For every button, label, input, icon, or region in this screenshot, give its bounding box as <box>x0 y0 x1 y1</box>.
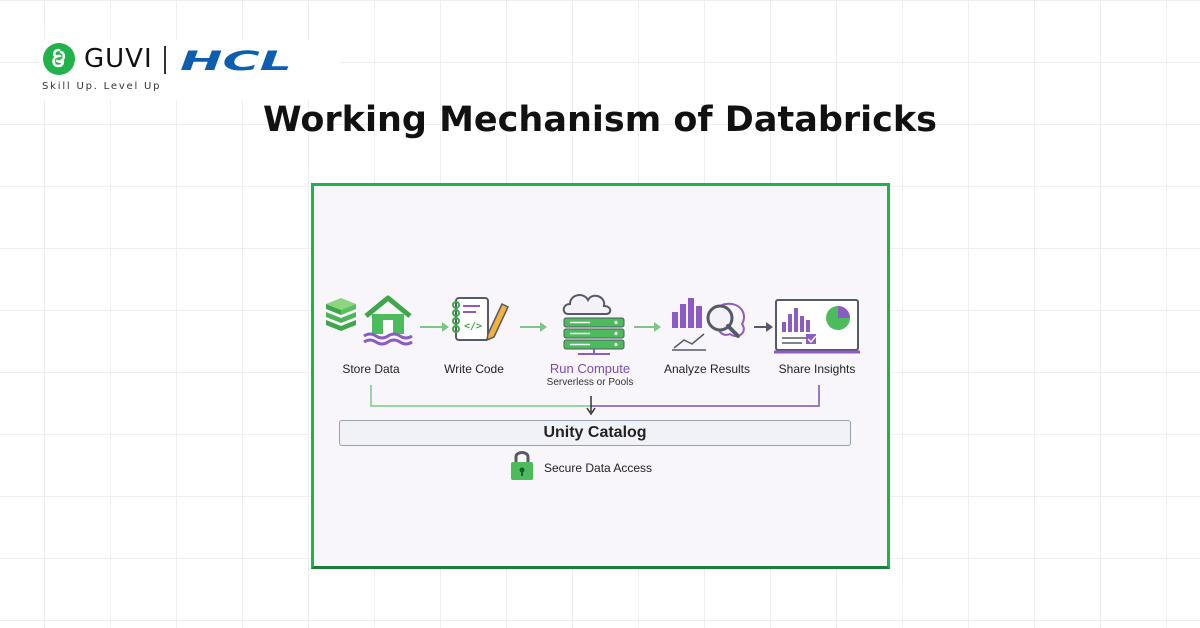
guvi-wordmark: GUVI <box>84 44 153 74</box>
flow-arrow <box>634 322 661 332</box>
brand-logo: GUVI HCL Skill Up. Level Up <box>40 40 340 100</box>
database-home-icon <box>326 295 413 346</box>
dashboard-icon <box>774 299 860 354</box>
stage-label-analyze-results: Analyze Results <box>663 362 751 376</box>
workflow-diagram: </> <box>326 294 860 480</box>
stage-label-run-compute: Run Compute <box>549 361 631 376</box>
lock-icon <box>511 451 533 480</box>
hcl-logo: HCL <box>180 46 292 74</box>
cloud-server-icon <box>562 294 625 355</box>
stage-sublabel-run-compute: Serverless or Pools <box>546 377 634 388</box>
flow-arrow <box>420 322 449 332</box>
stage-label-store-data: Store Data <box>342 362 400 376</box>
stage-label-write-code: Write Code <box>444 362 504 376</box>
logo-separator <box>164 46 166 74</box>
unity-catalog-bar: Unity Catalog <box>339 420 851 446</box>
flow-arrow <box>754 322 773 332</box>
flow-arrow <box>520 322 547 332</box>
guvi-logo-icon <box>43 43 75 75</box>
diagram-frame: </> <box>311 183 890 569</box>
code-bracket-glyph: </> <box>464 321 482 332</box>
catalog-connector <box>370 385 820 416</box>
code-notebook-icon: </> <box>452 297 509 342</box>
analytics-search-icon <box>672 298 745 351</box>
secure-data-access-label: Secure Data Access <box>544 461 653 475</box>
brand-tagline: Skill Up. Level Up <box>42 81 162 92</box>
hcl-wordmark: HCL <box>180 46 292 74</box>
stage-label-share-insights: Share Insights <box>778 362 856 376</box>
page-title: Working Mechanism of Databricks <box>263 100 937 140</box>
